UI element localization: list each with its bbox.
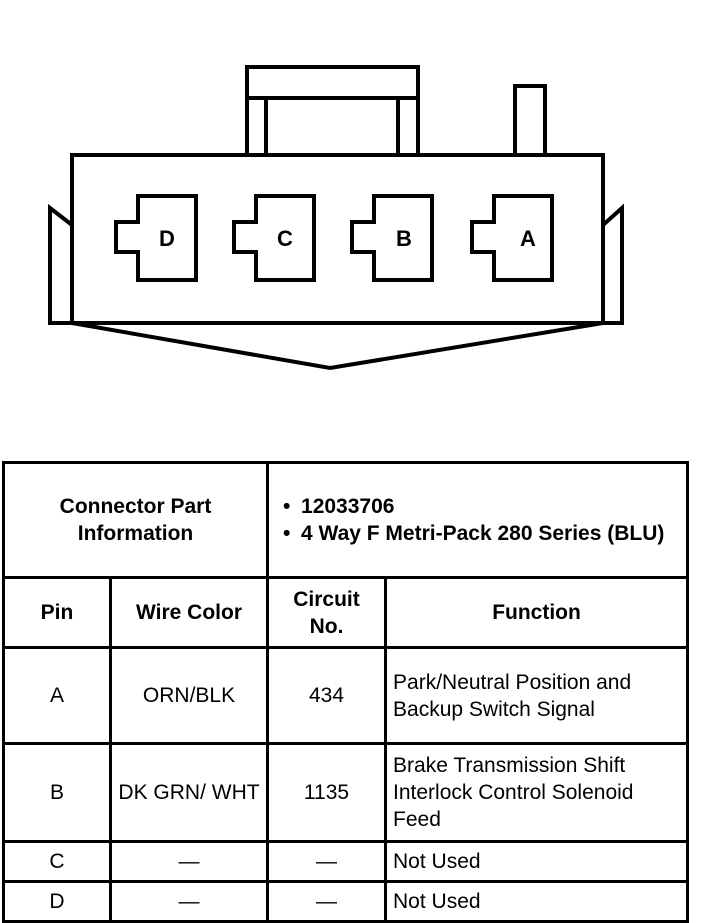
- pin-label-b: B: [396, 226, 412, 251]
- circuit-cell: —: [266, 880, 388, 923]
- circuit-cell: —: [266, 840, 388, 883]
- pin-label-c: C: [277, 226, 293, 251]
- connector-latch: [245, 65, 420, 157]
- connector-bottom-pointer: [71, 321, 604, 371]
- part-info-row: Connector Part Information 12033706 4 Wa…: [1, 461, 690, 579]
- header-function: Function: [384, 576, 690, 649]
- wire-color-cell: ORN/BLK: [108, 646, 270, 745]
- cavity-d: [114, 194, 198, 282]
- function-cell: Brake Transmission Shift Interlock Contr…: [384, 742, 690, 843]
- wire-color-cell: DK GRN/ WHT: [108, 742, 270, 843]
- function-cell: Not Used: [384, 840, 690, 883]
- header-circuit-no: Circuit No.: [266, 576, 388, 649]
- cavity-b: [350, 194, 434, 282]
- header-wire-color: Wire Color: [108, 576, 270, 649]
- connector-diagram: D C B A: [48, 65, 624, 371]
- connector-body: [70, 153, 605, 325]
- table-row: B DK GRN/ WHT 1135 Brake Transmission Sh…: [2, 742, 690, 843]
- pin-label-d: D: [159, 226, 175, 251]
- function-cell: Park/Neutral Position and Backup Switch …: [384, 646, 690, 745]
- table-row: C — — Not Used: [2, 840, 690, 883]
- connector-pin-table: Connector Part Information 12033706 4 Wa…: [1, 461, 690, 923]
- pin-cell: D: [2, 880, 112, 923]
- connector-key-tab: [513, 84, 547, 155]
- wire-color-cell: —: [108, 880, 270, 923]
- pin-cell: C: [2, 840, 112, 883]
- connector-left-wing: [48, 203, 74, 325]
- circuit-cell: 434: [266, 646, 388, 745]
- part-info-cell: 12033706 4 Way F Metri-Pack 280 Series (…: [266, 461, 690, 579]
- cavity-c: [232, 194, 316, 282]
- part-number: 12033706: [275, 493, 680, 520]
- part-info-list: 12033706 4 Way F Metri-Pack 280 Series (…: [275, 493, 680, 547]
- circuit-cell: 1135: [266, 742, 388, 843]
- connector-right-wing: [601, 203, 624, 325]
- pin-cell: A: [2, 646, 112, 745]
- table-row: D — — Not Used: [2, 880, 690, 923]
- wire-color-cell: —: [108, 840, 270, 883]
- table-row: A ORN/BLK 434 Park/Neutral Position and …: [2, 646, 690, 745]
- header-pin: Pin: [2, 576, 112, 649]
- column-header-row: Pin Wire Color Circuit No. Function: [2, 576, 690, 649]
- pin-label-a: A: [520, 226, 536, 251]
- function-cell: Not Used: [384, 880, 690, 923]
- part-info-label: Connector Part Information: [1, 461, 270, 579]
- cavity-a: [470, 194, 554, 282]
- part-description: 4 Way F Metri-Pack 280 Series (BLU): [275, 520, 680, 547]
- pin-cell: B: [2, 742, 112, 843]
